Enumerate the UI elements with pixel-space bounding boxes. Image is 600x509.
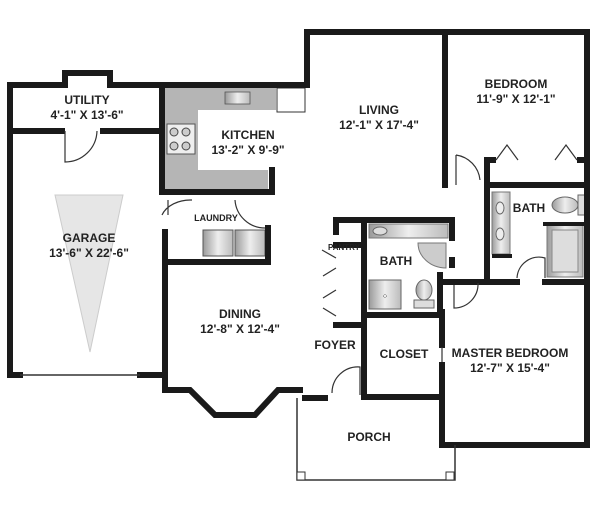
walls	[7, 29, 590, 448]
room-name: DINING	[218, 307, 261, 321]
room-foyer: FOYER	[314, 338, 355, 353]
room-dimensions: 12'-8" X 12'-4"	[200, 322, 280, 336]
door-swings	[20, 130, 578, 481]
porch-post	[445, 471, 455, 481]
room-name: PANTRY	[328, 243, 360, 252]
room-dimensions: 13'-6" X 22'-6"	[49, 246, 129, 260]
room-bath-master: BATH	[513, 201, 545, 216]
tub-icon	[368, 223, 449, 239]
room-name: KITCHEN	[221, 128, 275, 142]
vanity-icon	[491, 191, 511, 255]
room-name: GARAGE	[62, 231, 116, 245]
room-name: LIVING	[358, 103, 400, 117]
room-name: UTILITY	[64, 93, 110, 107]
room-dimensions: 12'-1" X 17'-4"	[339, 118, 419, 132]
room-dimensions: 4'-1" X 13'-6"	[50, 108, 124, 122]
room-bath-hall: BATH	[380, 254, 412, 269]
room-dimensions: 12'-7" X 15'-4"	[470, 361, 550, 375]
room-name: BATH	[512, 201, 546, 215]
toilet-icon	[413, 279, 435, 309]
room-name: FOYER	[314, 338, 356, 352]
shower-icon	[368, 279, 402, 310]
room-name: MASTER BEDROOM	[451, 346, 569, 360]
refrigerator	[276, 87, 306, 113]
room-laundry: LAUNDRY	[194, 213, 238, 224]
room-name: CLOSET	[379, 347, 429, 361]
room-pantry: PANTRY	[328, 243, 360, 253]
stove-icon	[166, 123, 196, 155]
porch-post	[296, 471, 306, 481]
shower-head-icon: ⁘	[382, 292, 389, 301]
room-name: BATH	[379, 254, 413, 268]
room-name: LAUNDRY	[194, 213, 238, 223]
shower-door	[417, 242, 447, 269]
toilet-icon	[551, 194, 586, 216]
room-dimensions: 13'-2" X 9'-9"	[211, 143, 285, 157]
room-closet: CLOSET	[380, 347, 429, 362]
kitchen-counter	[165, 88, 276, 190]
washer-dryer-icon	[202, 229, 266, 257]
room-name: PORCH	[347, 430, 391, 444]
room-dimensions: 11'-9" X 12'-1"	[476, 92, 556, 106]
garage-car-marker	[54, 194, 124, 353]
kitchen-sink	[224, 91, 251, 105]
room-name: BEDROOM	[484, 77, 548, 91]
room-porch: PORCH	[347, 430, 390, 445]
